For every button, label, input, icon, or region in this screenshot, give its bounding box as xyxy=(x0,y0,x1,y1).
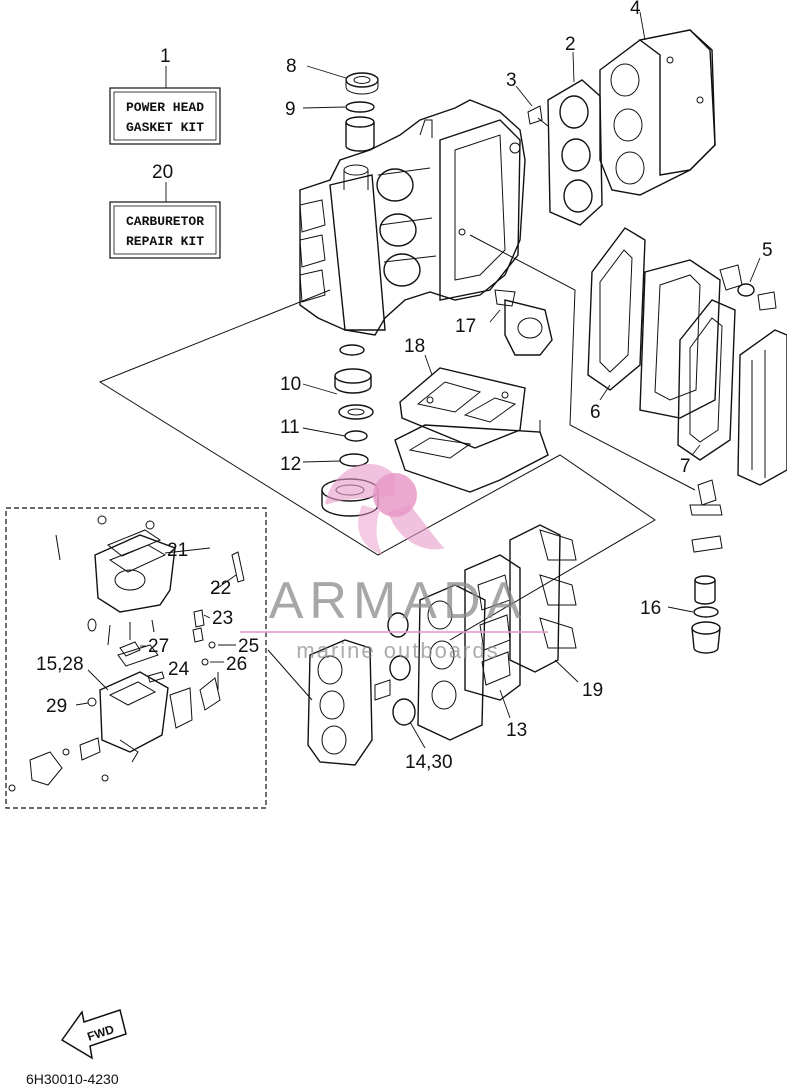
exhaust-inner-gasket-6: 6 xyxy=(587,227,646,423)
pin-25: 25 xyxy=(208,636,259,657)
plug-26: 26 xyxy=(201,654,247,675)
thermostat-cover-17: 17 xyxy=(455,289,553,356)
watermark-logo xyxy=(325,463,445,555)
callout-29: 29 xyxy=(46,696,67,717)
cylinder-head-gasket-2: 2 xyxy=(547,34,603,226)
carburetor-repair-kit-label: 20 CARBURETOR REPAIR KIT xyxy=(109,162,221,259)
callout-3: 3 xyxy=(506,70,517,91)
callout-7: 7 xyxy=(680,456,691,477)
drawing-code: 6H30010-4230 xyxy=(26,1071,119,1086)
bolt-3: 3 xyxy=(506,70,549,127)
kit-label-line2: GASKET KIT xyxy=(126,120,204,135)
callout-27: 27 xyxy=(148,636,169,657)
reed-valve-assembly-19: 19 xyxy=(509,524,603,701)
callout-18: 18 xyxy=(404,336,425,357)
callout-14-30: 14,30 xyxy=(405,752,453,773)
callout-4: 4 xyxy=(630,0,641,19)
exhaust-outer-gasket-7: 7 xyxy=(677,299,736,477)
callout-9: 9 xyxy=(285,99,296,120)
callout-16: 16 xyxy=(640,598,661,619)
kit-label-line1: CARBURETOR xyxy=(126,214,204,229)
needle-valve-22: 22 xyxy=(210,551,245,599)
watermark-brand: ARMADA xyxy=(269,572,527,630)
exhaust-guide-plate xyxy=(394,420,549,493)
callout-1: 1 xyxy=(160,46,171,67)
callout-12: 12 xyxy=(280,454,301,475)
carburetor-body xyxy=(55,515,176,646)
callout-13: 13 xyxy=(506,720,527,741)
kit-label-line2: REPAIR KIT xyxy=(126,234,204,249)
callout-22: 22 xyxy=(210,578,231,599)
exhaust-outer-cover xyxy=(737,329,787,486)
callout-25: 25 xyxy=(238,636,259,657)
float-24: 24 xyxy=(147,659,190,683)
carb-gasket-21: 21 xyxy=(108,540,211,573)
jet-23: 23 xyxy=(192,608,233,643)
callout-24: 24 xyxy=(168,659,190,680)
upper-oil-seal-8: 8 xyxy=(286,56,379,95)
upper-bearing-sleeve xyxy=(345,116,375,152)
callout-6: 6 xyxy=(590,402,601,423)
callout-26: 26 xyxy=(226,654,247,675)
float-chamber-15-28: 15,28 xyxy=(36,644,169,753)
intake-manifold xyxy=(307,639,373,766)
oil-seal-11: 11 xyxy=(280,417,368,442)
exhaust-gasket-18: 18 xyxy=(399,336,526,449)
exhaust-inner-cover xyxy=(639,259,721,419)
callout-19: 19 xyxy=(582,680,603,701)
callout-21: 21 xyxy=(167,540,188,561)
reed-valve-plate-13: 13 xyxy=(417,554,527,741)
callout-8: 8 xyxy=(286,56,297,77)
drain-screw-29: 29 xyxy=(46,696,97,717)
callout-20: 20 xyxy=(152,162,173,183)
watermark-tagline: marine outboards xyxy=(296,638,499,663)
o-ring-9: 9 xyxy=(285,99,375,120)
callout-11: 11 xyxy=(280,417,300,438)
kit-label-line1: POWER HEAD xyxy=(126,100,204,115)
carburetor-detail-box xyxy=(5,507,267,809)
cylinder-head-4: 4 xyxy=(599,0,716,196)
callout-17: 17 xyxy=(455,316,476,337)
callout-2: 2 xyxy=(565,34,576,55)
o-ring-12: 12 xyxy=(280,453,369,475)
callout-23: 23 xyxy=(212,608,233,629)
fitting-5: 5 xyxy=(719,240,777,311)
power-head-block xyxy=(299,99,526,336)
forward-direction-arrow: FWD xyxy=(60,1009,127,1060)
power-head-gasket-kit-label: 1 POWER HEAD GASKET KIT xyxy=(109,46,221,145)
linkage-parts xyxy=(8,672,221,792)
callout-15-28: 15,28 xyxy=(36,654,84,675)
water-fitting-16: 16 xyxy=(640,479,723,654)
assembly-guide-lines xyxy=(98,234,696,701)
callout-10: 10 xyxy=(280,374,301,395)
lower-bearing-10: 10 xyxy=(280,344,374,420)
gaskets-14-30: 14,30 xyxy=(374,612,453,773)
callout-5: 5 xyxy=(762,240,773,261)
